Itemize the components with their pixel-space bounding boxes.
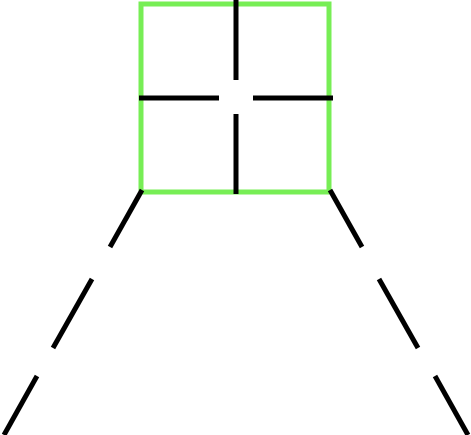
left-dash-1 <box>107 188 145 249</box>
right-dash-2 <box>376 277 421 350</box>
left-dash-3 <box>1 374 40 435</box>
right-dash-3 <box>432 374 471 435</box>
crosshair <box>139 0 333 194</box>
left-dash-2 <box>50 277 95 350</box>
left-diagonal-dashed-line <box>1 188 145 435</box>
right-dash-1 <box>327 188 365 249</box>
right-diagonal-dashed-line <box>327 188 471 435</box>
